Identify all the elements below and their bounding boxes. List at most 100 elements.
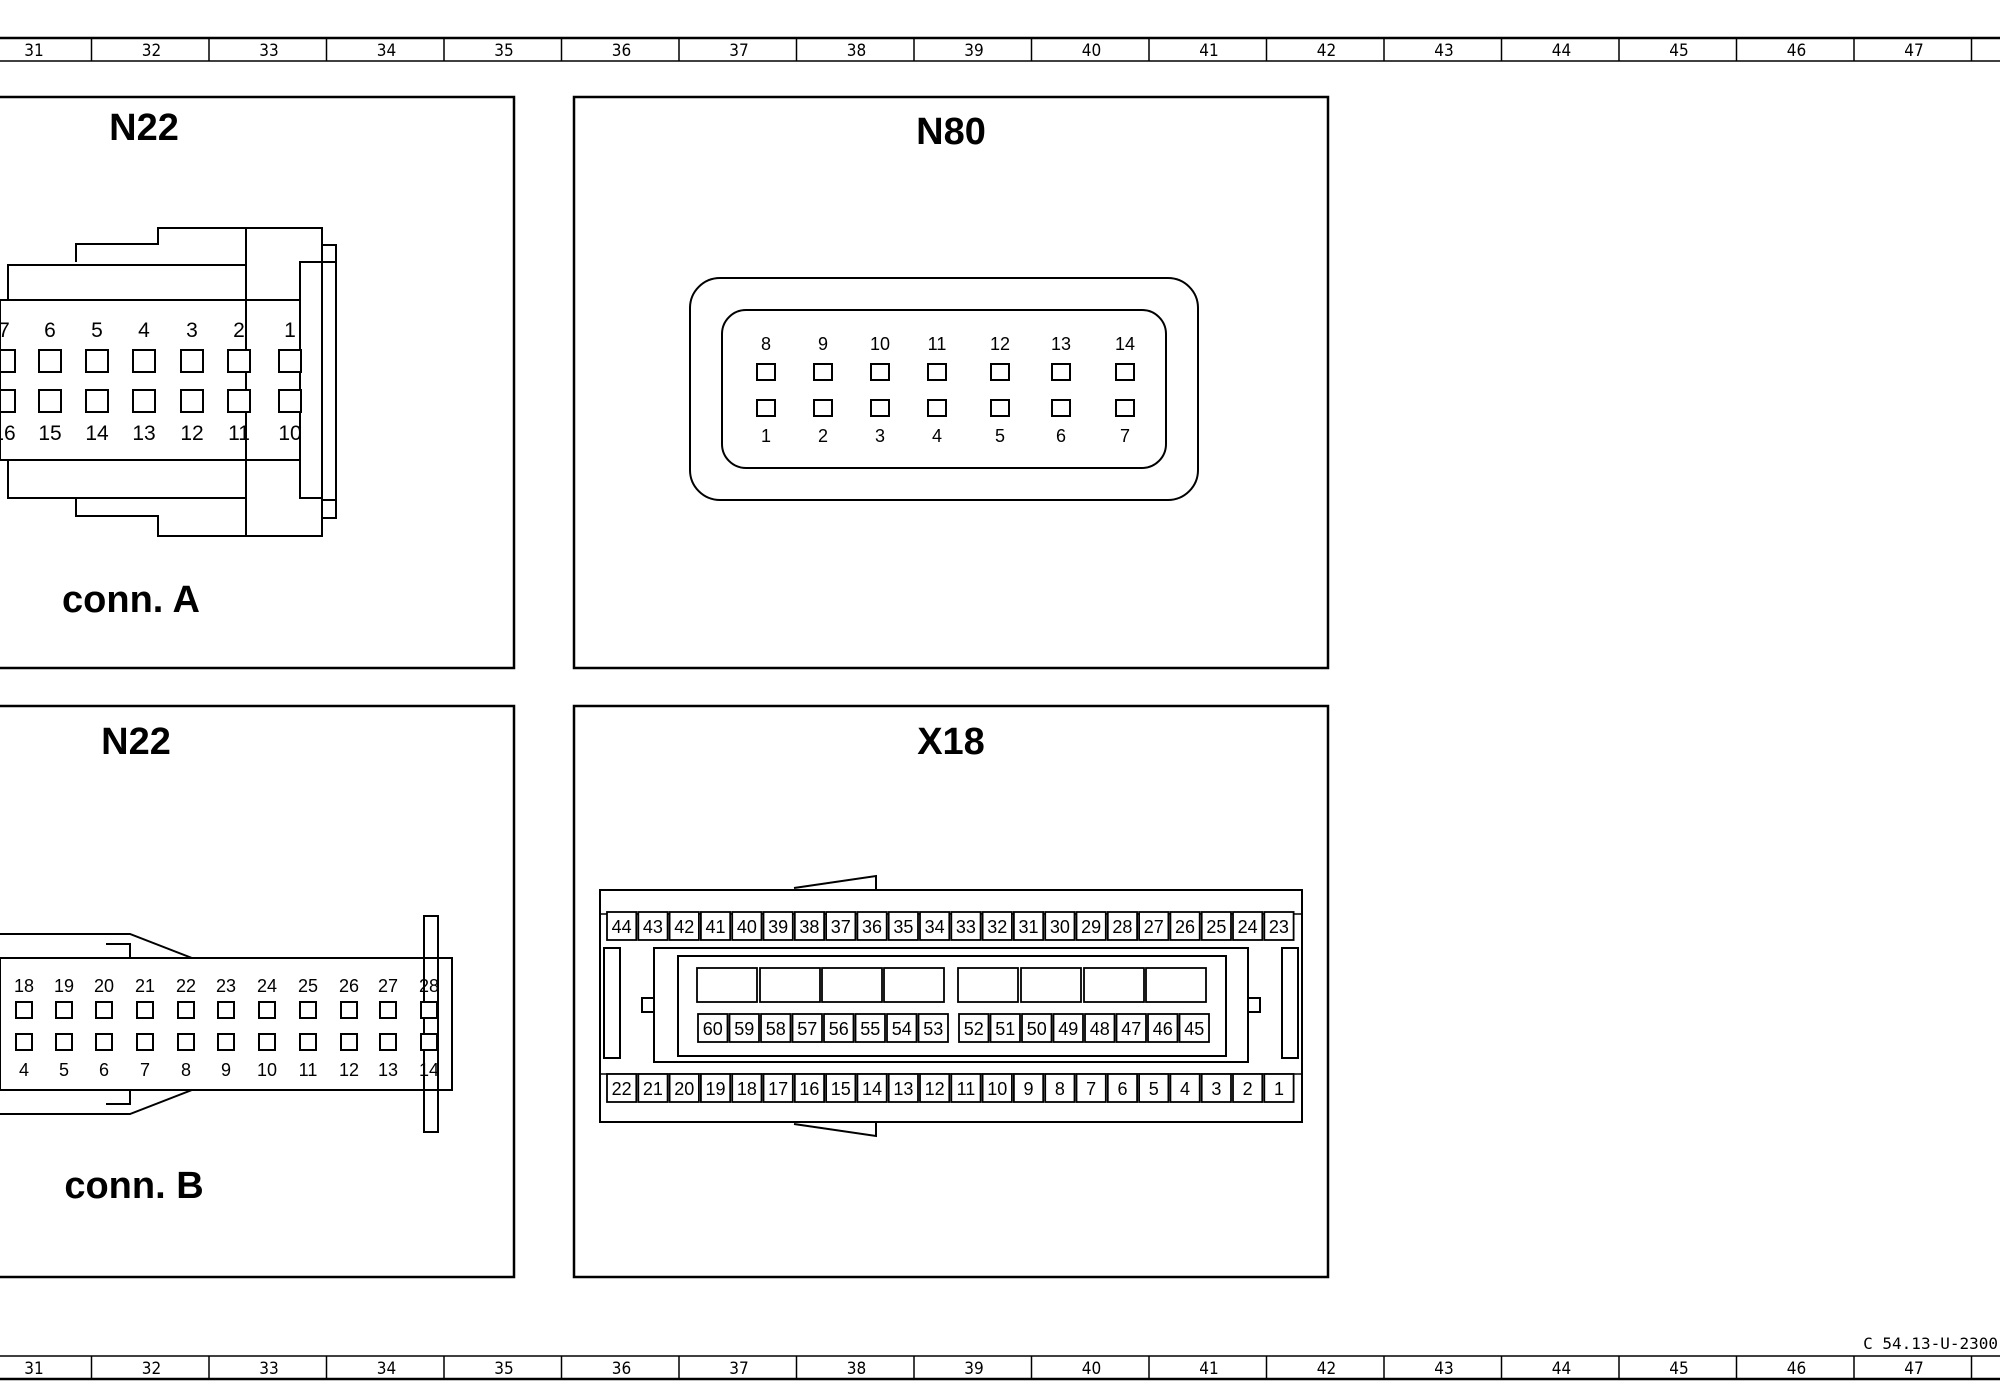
pin-number: 13 bbox=[132, 422, 155, 445]
pin-number: 14 bbox=[862, 1079, 882, 1099]
pin-cell bbox=[950, 1073, 982, 1103]
pin-number: 6 bbox=[1056, 426, 1066, 446]
pin-number: 19 bbox=[706, 1079, 726, 1099]
pin-cell bbox=[981, 911, 1013, 941]
pin-cell bbox=[856, 1073, 888, 1103]
pin-number: 38 bbox=[799, 917, 819, 937]
pin-number: 9 bbox=[1024, 1079, 1034, 1099]
pin-number: 50 bbox=[1027, 1019, 1047, 1039]
pin-number: 5 bbox=[995, 426, 1005, 446]
pin-socket bbox=[756, 363, 776, 381]
grid-column-label: 31 bbox=[24, 41, 43, 61]
pin-number: 15 bbox=[831, 1079, 851, 1099]
connector-b-top-pins bbox=[15, 1001, 438, 1019]
pin-number: 3 bbox=[875, 426, 885, 446]
pin-number: 54 bbox=[892, 1019, 912, 1039]
pin-cell bbox=[825, 911, 857, 941]
grid-column-label: 47 bbox=[1904, 1359, 1923, 1379]
pin-cell bbox=[989, 1013, 1021, 1043]
pin-socket bbox=[813, 363, 833, 381]
pin-cell bbox=[917, 1013, 949, 1043]
pin-number: 35 bbox=[893, 917, 913, 937]
pin-number: 11 bbox=[957, 1079, 976, 1099]
grid-column-label: 42 bbox=[1317, 41, 1336, 61]
connector-n80-top-pins bbox=[756, 363, 1135, 381]
connector-a-bottom-pins bbox=[0, 389, 302, 413]
pin-number: 44 bbox=[612, 917, 632, 937]
pin-cell bbox=[728, 1013, 760, 1043]
pin-socket bbox=[1115, 363, 1135, 381]
panel-title: N22 bbox=[101, 721, 171, 763]
pin-socket bbox=[813, 399, 833, 417]
pin-number: 26 bbox=[1175, 917, 1195, 937]
pin-number: 49 bbox=[1058, 1019, 1078, 1039]
pin-number: 48 bbox=[1090, 1019, 1110, 1039]
connector-label: conn. B bbox=[64, 1165, 203, 1207]
pin-number: 7 bbox=[1086, 1079, 1096, 1099]
pin-cell bbox=[668, 1073, 700, 1103]
pin-cell bbox=[1169, 911, 1201, 941]
pin-socket bbox=[299, 1001, 317, 1019]
pin-socket bbox=[180, 389, 204, 413]
panel-title: X18 bbox=[917, 721, 985, 763]
grid-column-label: 43 bbox=[1434, 1359, 1453, 1379]
grid-column-label: 40 bbox=[1082, 1359, 1101, 1379]
grid-column-label: 38 bbox=[847, 41, 866, 61]
pin-number: 4 bbox=[138, 319, 150, 342]
grid-column-label: 33 bbox=[259, 1359, 278, 1379]
grid-column-label: 41 bbox=[1199, 1359, 1218, 1379]
pin-number: 39 bbox=[768, 917, 788, 937]
pin-number: 13 bbox=[378, 1060, 398, 1080]
pin-number: 24 bbox=[257, 976, 277, 996]
pin-socket bbox=[0, 389, 16, 413]
pin-socket bbox=[870, 363, 890, 381]
pin-number: 14 bbox=[419, 1060, 439, 1080]
pin-cell bbox=[637, 911, 669, 941]
grid-column-label: 33 bbox=[259, 41, 278, 61]
pin-number: 53 bbox=[923, 1019, 943, 1039]
pin-cell bbox=[1075, 911, 1107, 941]
blank-cell bbox=[1145, 967, 1207, 1003]
pin-cell bbox=[856, 911, 888, 941]
drawing-code: C 54.13-U-2300 bbox=[1863, 1334, 1998, 1353]
pin-number: 45 bbox=[1184, 1019, 1204, 1039]
grid-column-label: 32 bbox=[142, 41, 161, 61]
pin-socket bbox=[85, 389, 109, 413]
pin-cell bbox=[886, 1013, 918, 1043]
pin-cell bbox=[697, 1013, 729, 1043]
pin-number: 9 bbox=[818, 334, 828, 354]
connector-b-housing bbox=[0, 915, 453, 1133]
pin-number: 43 bbox=[643, 917, 663, 937]
pin-cell bbox=[1106, 1073, 1139, 1103]
pin-cell bbox=[762, 911, 794, 941]
pin-cell bbox=[1178, 1013, 1210, 1043]
pin-cell bbox=[1044, 911, 1076, 941]
pin-number: 5 bbox=[91, 319, 103, 342]
connector-a-housing bbox=[0, 227, 337, 537]
pin-socket bbox=[227, 389, 251, 413]
pin-cell bbox=[760, 1013, 792, 1043]
pin-number: 10 bbox=[987, 1079, 1007, 1099]
pin-number: 13 bbox=[1051, 334, 1071, 354]
pin-number: 32 bbox=[987, 917, 1007, 937]
pin-socket bbox=[340, 1001, 358, 1019]
pin-number: 25 bbox=[298, 976, 318, 996]
pin-socket bbox=[0, 349, 16, 373]
pin-number: 6 bbox=[44, 319, 56, 342]
pin-socket bbox=[299, 1033, 317, 1051]
grid-column-label: 46 bbox=[1787, 41, 1806, 61]
pin-cell bbox=[606, 911, 638, 941]
pin-number: 12 bbox=[180, 422, 203, 445]
pin-cell bbox=[762, 1073, 794, 1103]
pin-number: 22 bbox=[612, 1079, 632, 1099]
pin-number: 12 bbox=[339, 1060, 359, 1080]
pin-socket bbox=[227, 349, 251, 373]
pin-socket bbox=[340, 1033, 358, 1051]
pin-socket bbox=[1051, 399, 1071, 417]
pin-number: 14 bbox=[85, 422, 109, 445]
